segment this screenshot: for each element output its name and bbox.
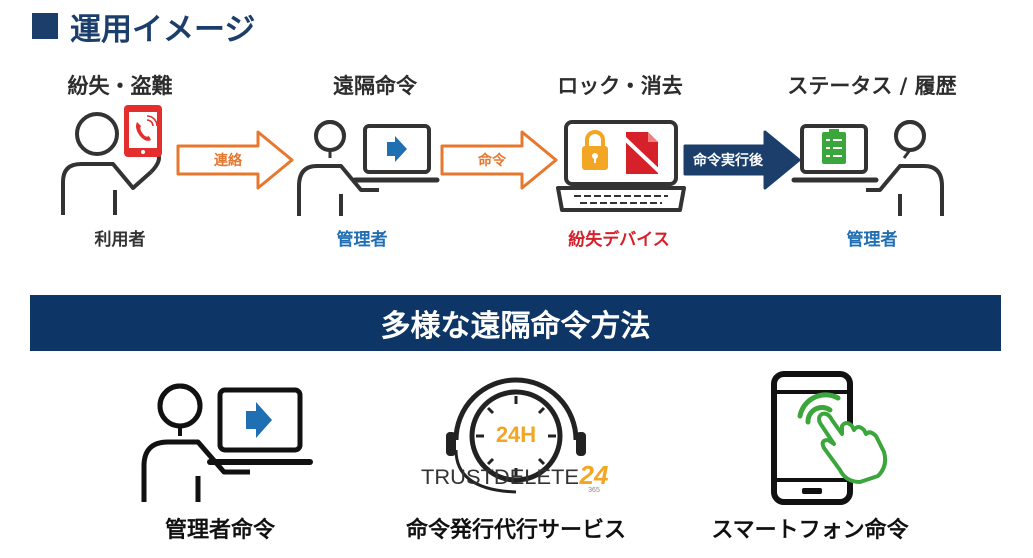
- method-label-admin: 管理者命令: [164, 518, 276, 543]
- admin-status-icon: [791, 120, 944, 216]
- trustdelete-logo-text: TRUSTDELETE: [421, 466, 579, 489]
- trustdelete-logo-sub: 365: [588, 487, 600, 494]
- page-title: 運用イメージ: [70, 12, 256, 48]
- actor-label-admin: 管理者: [336, 230, 388, 250]
- smartphone-command-icon: [771, 371, 888, 505]
- arrow-after-execution-icon: [683, 130, 801, 190]
- actor-label-lost-device: 紛失デバイス: [568, 230, 670, 250]
- lost-device-laptop-icon: [556, 120, 686, 212]
- arrow-command-icon: [440, 130, 558, 190]
- user-with-phone-icon: [61, 105, 162, 215]
- actor-label-user: 利用者: [94, 230, 146, 250]
- arrow-label-after-execution: 命令実行後: [693, 153, 763, 169]
- arrow-label-command: 命令: [478, 153, 506, 169]
- step-title-remote: 遠隔命令: [333, 74, 417, 98]
- admin-laptop-icon: [297, 120, 440, 216]
- step-title-lock: ロック・消去: [557, 74, 683, 98]
- arrow-contact-icon: [176, 130, 294, 190]
- clock-24h-text: 24H: [496, 422, 536, 447]
- methods-banner: 多様な遠隔命令方法: [30, 295, 1001, 351]
- step-title-status: ステータス / 履歴: [787, 74, 957, 98]
- trustdelete-logo-number: 24: [579, 460, 609, 490]
- step-title-loss: 紛失・盗難: [67, 74, 173, 98]
- banner-title: 多様な遠隔命令方法: [380, 309, 651, 344]
- trustdelete-service-icon: 24H TRUSTDELETE 24 365: [421, 377, 609, 494]
- title-square-icon: [32, 13, 58, 39]
- arrow-label-contact: 連絡: [214, 153, 242, 169]
- method-label-smartphone: スマートフォン命令: [711, 518, 909, 543]
- admin-command-icon: [141, 383, 313, 502]
- actor-label-admin-status: 管理者: [846, 230, 898, 250]
- method-label-service: 命令発行代行サービス: [405, 518, 627, 543]
